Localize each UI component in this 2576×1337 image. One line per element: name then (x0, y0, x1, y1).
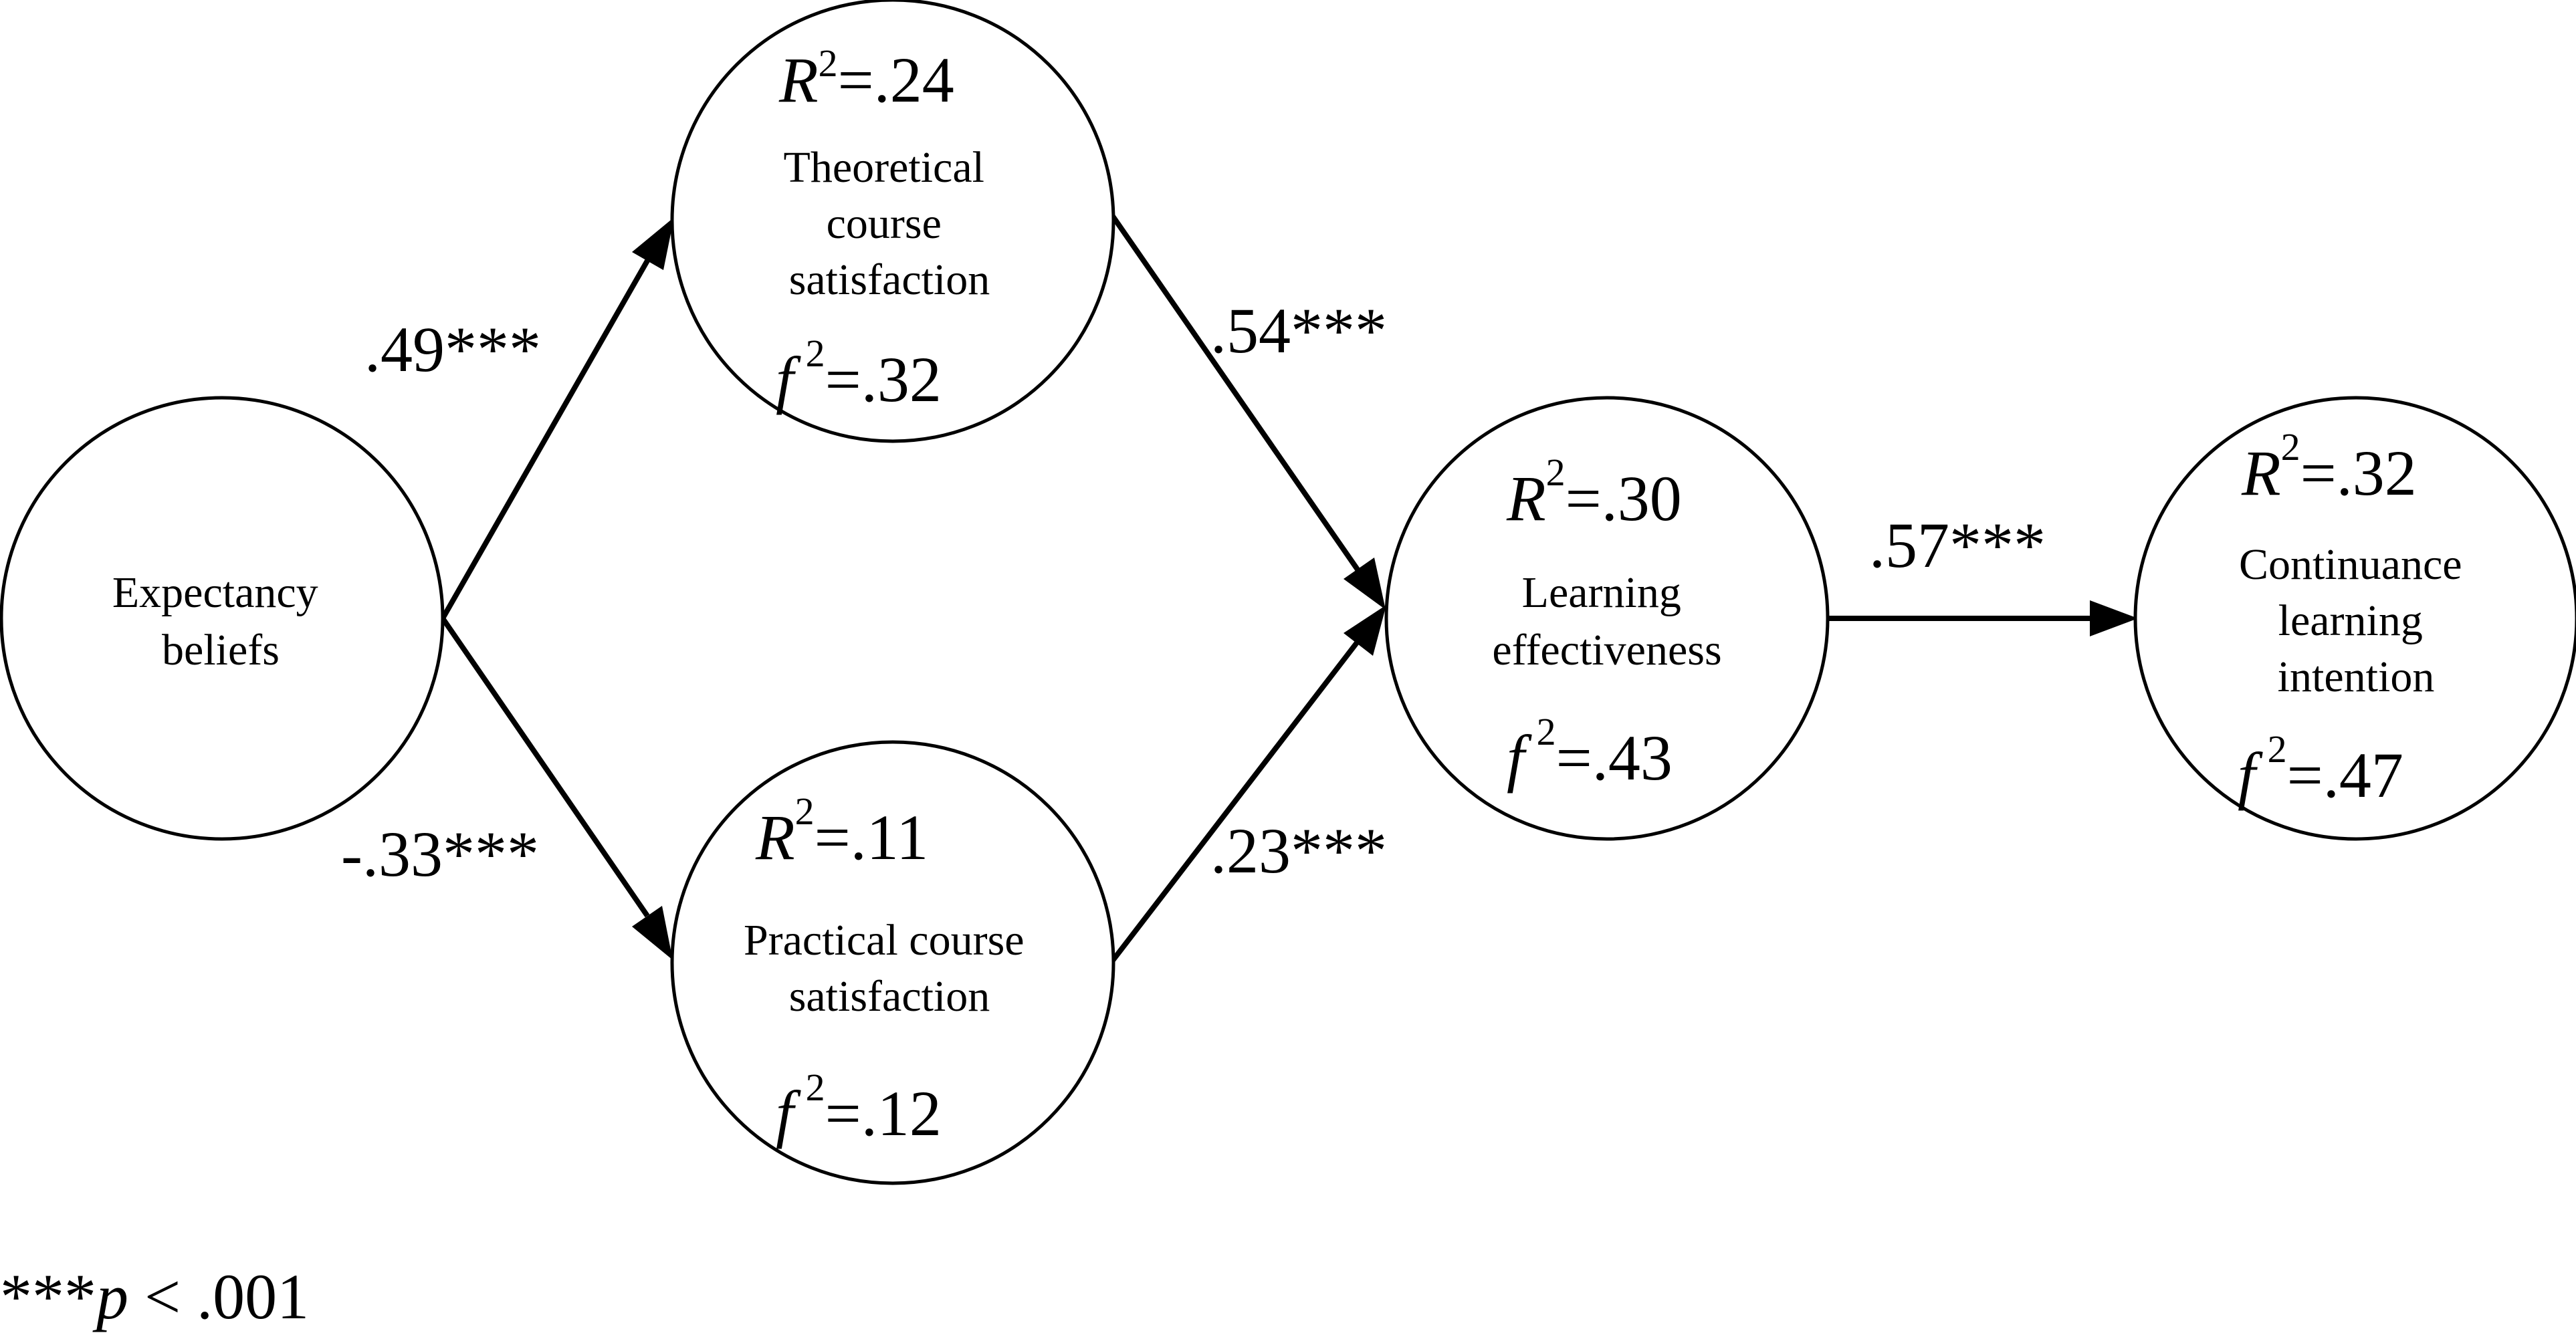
node-circle (670, 740, 1115, 1185)
node-label: Expectancy beliefs (112, 568, 329, 675)
node-circle (2133, 396, 2576, 841)
r-squared-stat: R2=.30 (1506, 451, 1682, 534)
arrowhead-theoretical (632, 217, 674, 270)
arrowhead-learning-lower (1344, 605, 1386, 656)
edge-expectancy-theoretical (440, 259, 650, 620)
arrowhead-learning-upper (1344, 558, 1386, 610)
coef-practical-learning: .23*** (1210, 815, 1387, 886)
significance-footnote: ***p < .001 (0, 1261, 309, 1332)
node-label: Continuance learning intention (2239, 540, 2473, 701)
coef-expectancy-theoretical: .49*** (364, 314, 541, 385)
node-theoretical-course-satisfaction: R2=.24 Theoretical course satisfaction f… (670, 0, 1115, 443)
edge-expectancy-practical (440, 616, 650, 918)
coef-theoretical-learning: .54*** (1210, 295, 1387, 366)
node-circle (1384, 396, 1830, 841)
r-squared-stat: R2=.24 (778, 41, 954, 116)
node-label: Theoretical course satisfaction (784, 143, 996, 304)
r-squared-stat: R2=.32 (2241, 425, 2417, 509)
node-circle (0, 396, 445, 841)
node-label: Learning effectiveness (1492, 568, 1721, 675)
path-edges (440, 213, 2138, 963)
edge-practical-learning (1109, 640, 1360, 963)
arrowhead-practical (632, 906, 673, 960)
node-circle (670, 0, 1115, 443)
edge-theoretical-learning (1109, 213, 1360, 572)
path-coefficients: .49*** -.33*** .54*** .23*** .57*** (341, 295, 2046, 890)
r-squared-stat: R2=.11 (755, 789, 928, 873)
coef-learning-continuance: .57*** (1869, 509, 2046, 581)
coef-expectancy-practical: -.33*** (341, 818, 539, 890)
node-expectancy-beliefs: Expectancy beliefs (0, 396, 445, 841)
arrowhead-continuance (2090, 600, 2138, 636)
node-label: Practical course satisfaction (744, 916, 1035, 1021)
